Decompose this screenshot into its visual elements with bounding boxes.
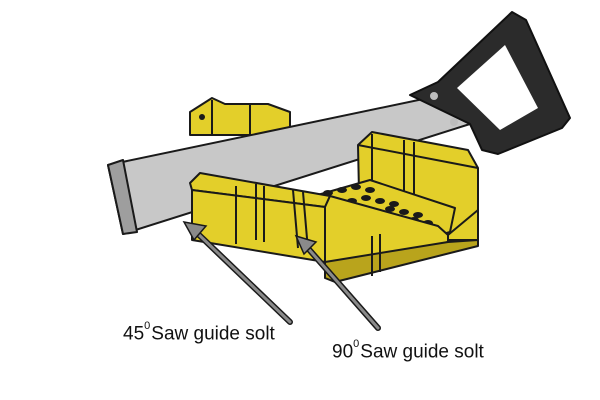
label-45-saw-guide-slot: 450Saw guide solt [123, 321, 275, 345]
handle-rivet-top [430, 92, 438, 100]
label-45-number: 45 [123, 323, 145, 345]
label-90-saw-guide-slot: 900Saw guide solt [332, 339, 484, 363]
label-90-text: Saw guide solt [360, 341, 484, 363]
saw-guide-slots [235, 184, 381, 276]
arrow-90-head [294, 234, 318, 256]
mitre-box-front-wall [189, 168, 479, 283]
mitre-box-back-wall [189, 97, 291, 136]
label-45-text: Saw guide solt [151, 323, 275, 345]
handle-rivet-bottom [450, 118, 458, 126]
saw-handle [409, 11, 571, 155]
arrow-45-pointer [182, 220, 293, 325]
arrow-45-head [182, 220, 208, 242]
label-90-degree: 0 [353, 338, 360, 350]
label-90-number: 90 [332, 341, 354, 363]
label-45-degree: 0 [144, 320, 151, 332]
arrow-90-pointer [294, 234, 381, 331]
back-wall-hole [199, 114, 205, 120]
